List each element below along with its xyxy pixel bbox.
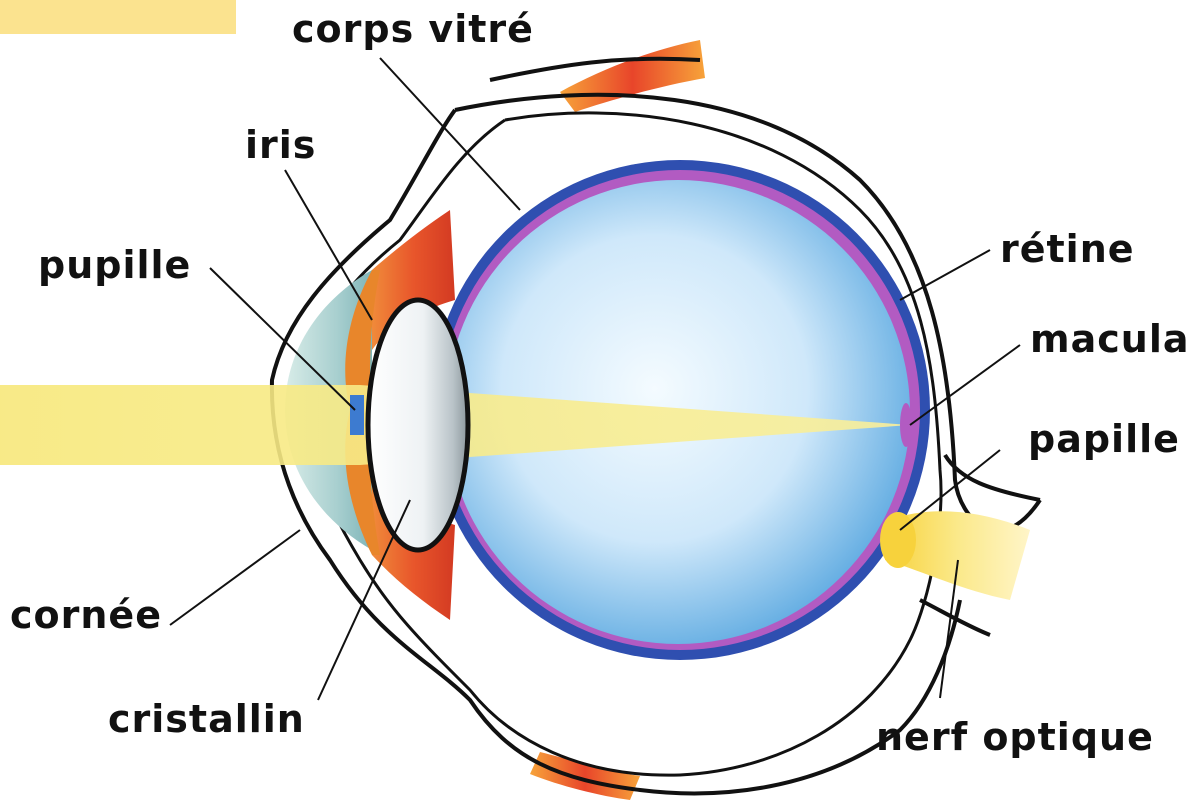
corner-box	[0, 0, 236, 34]
label-iris: iris	[245, 123, 316, 167]
pupil	[350, 395, 364, 435]
label-corps-vitre: corps vitré	[292, 7, 534, 51]
label-macula: macula	[1030, 317, 1189, 361]
label-papille: papille	[1028, 417, 1180, 461]
label-cristallin: cristallin	[108, 697, 305, 741]
label-pupille: pupille	[38, 243, 191, 287]
label-nerf-optique: nerf optique	[876, 715, 1154, 759]
crystalline-lens	[368, 300, 468, 550]
nerve-sheath-bottom	[920, 600, 990, 635]
lower-muscle	[530, 752, 640, 800]
leader-corps-vitre	[380, 58, 520, 210]
label-retine: rétine	[1000, 227, 1135, 271]
leader-cornee	[170, 530, 300, 625]
label-cornee: cornée	[10, 593, 162, 637]
